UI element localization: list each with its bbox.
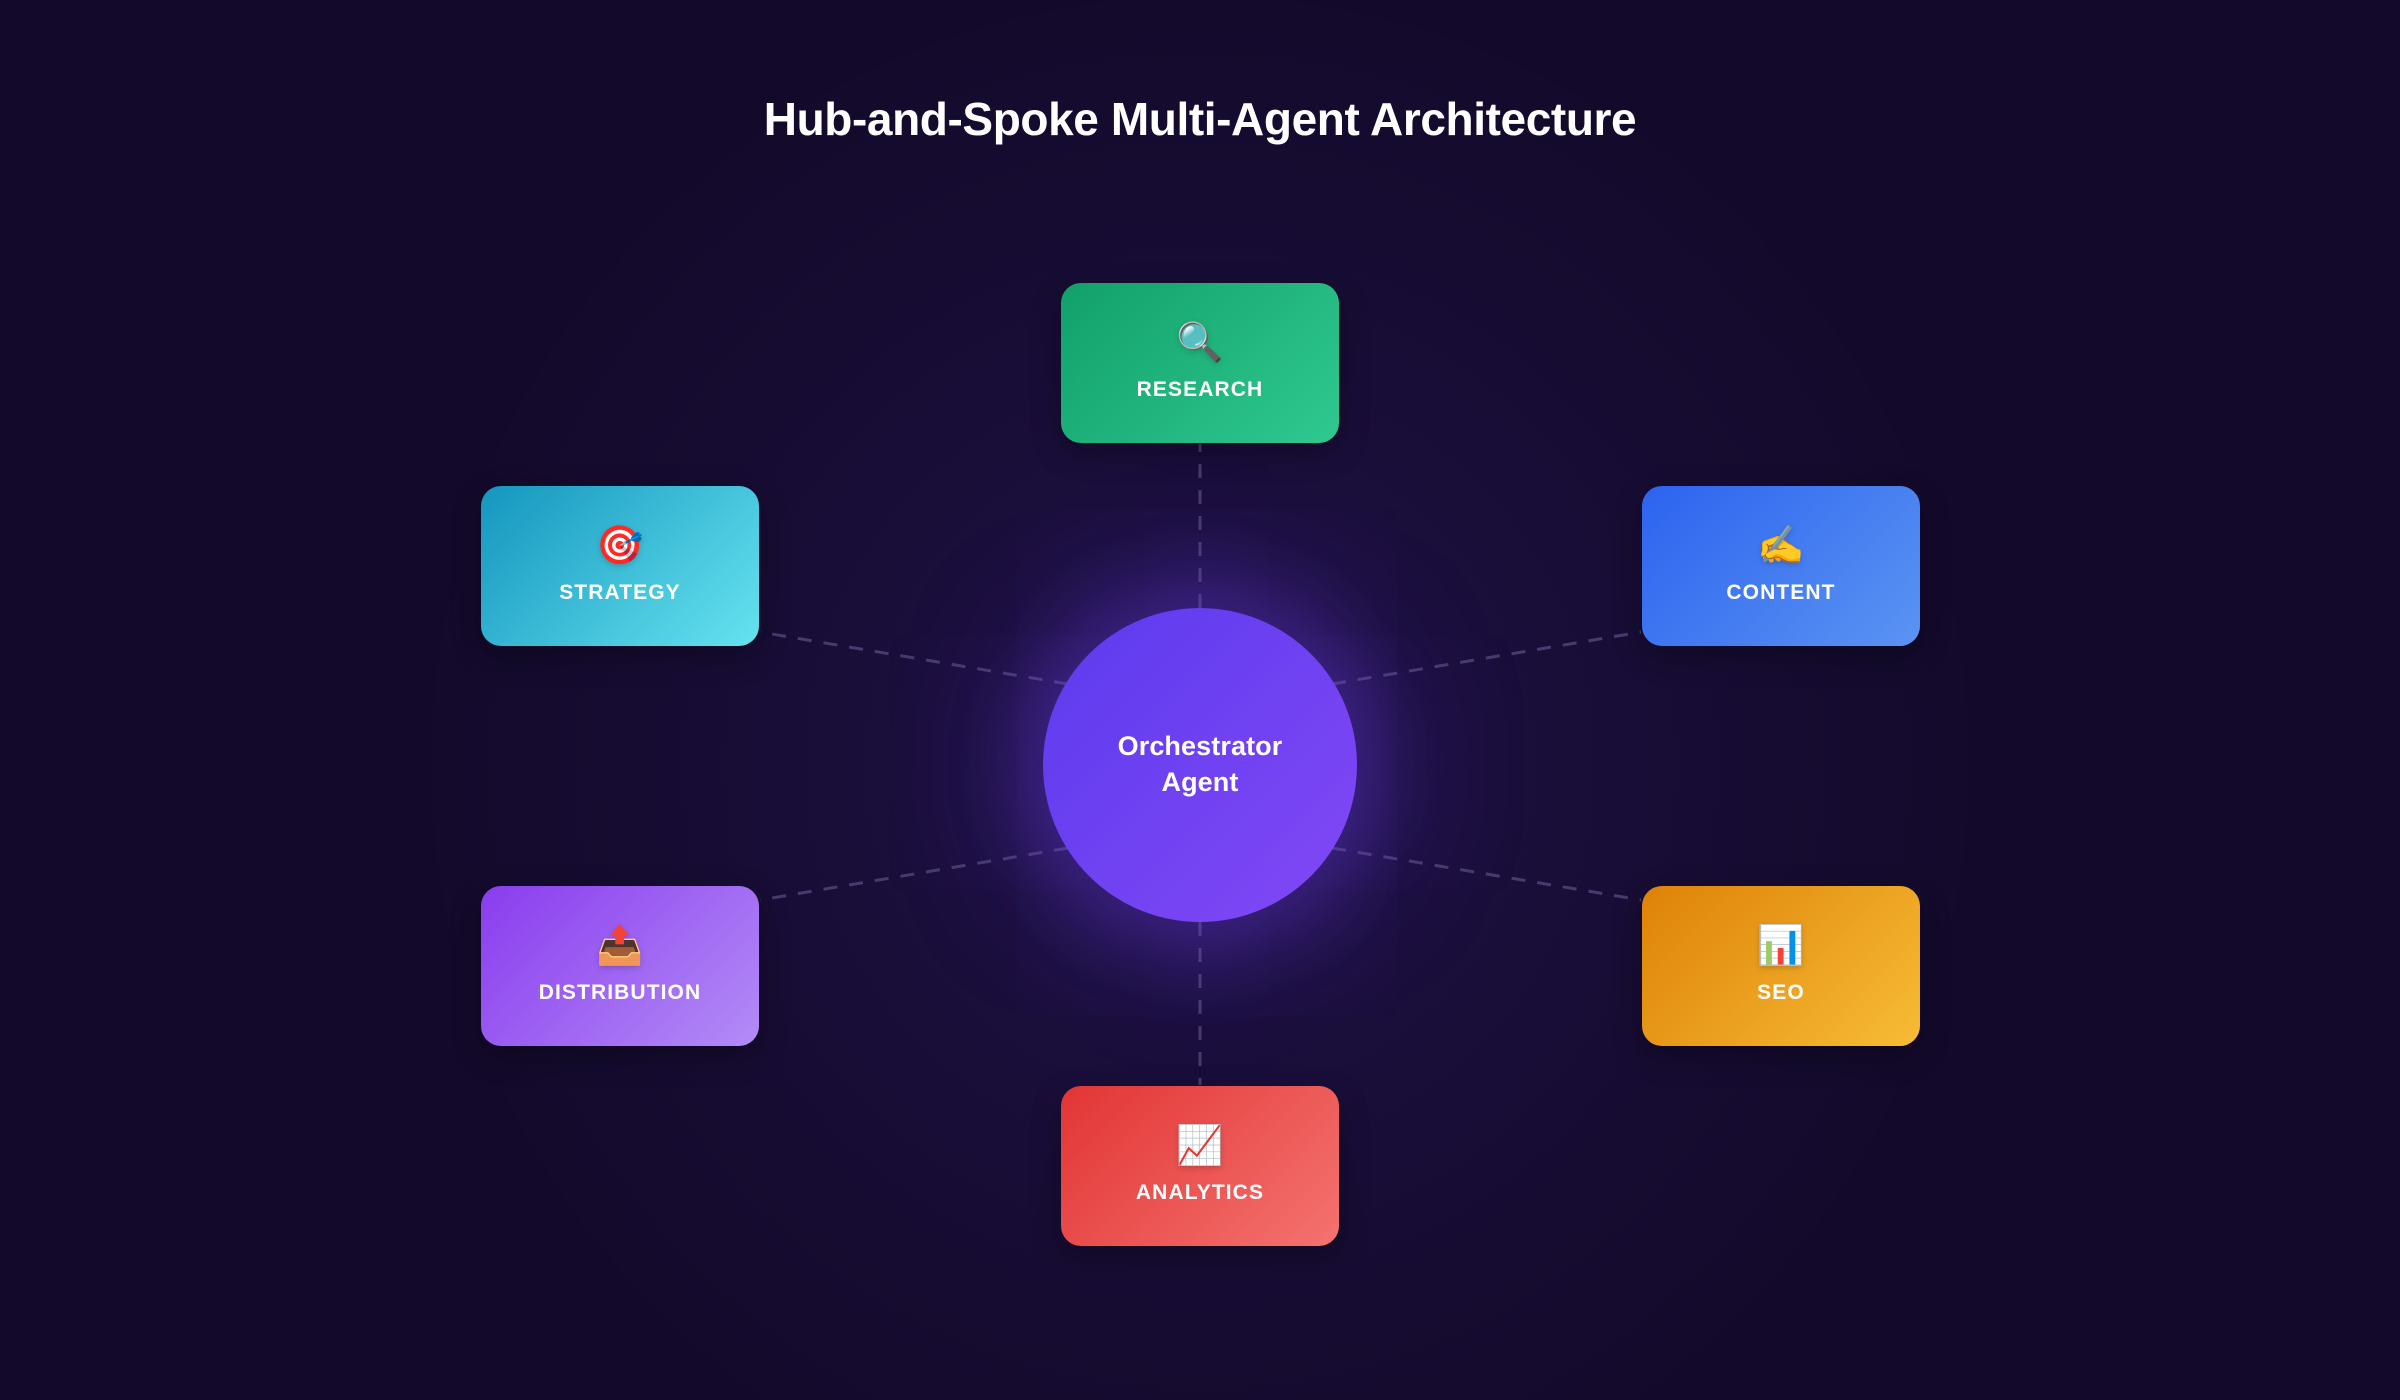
agent-card-content[interactable]: ✍️ CONTENT: [1642, 486, 1920, 646]
agent-card-label-analytics: ANALYTICS: [1135, 1181, 1265, 1204]
orchestrator-hub-node[interactable]: Orchestrator Agent: [1043, 608, 1357, 922]
agent-card-label-distribution: DISTRIBUTION: [538, 981, 702, 1004]
orchestrator-hub-label: Orchestrator Agent: [1117, 731, 1283, 797]
connector-hub-to-strategy: [759, 630, 1069, 686]
bar-chart-icon: 📊: [1757, 925, 1805, 967]
connector-hub-to-distribution: [759, 846, 1069, 902]
agent-card-research[interactable]: 🔍 RESEARCH: [1061, 283, 1339, 443]
agent-card-label-strategy: STRATEGY: [559, 581, 681, 604]
chart-increasing-icon: 📈: [1176, 1125, 1224, 1167]
outbox-tray-icon: 📤: [596, 925, 644, 967]
page-title: Hub-and-Spoke Multi-Agent Architecture: [763, 93, 1637, 145]
magnifying-glass-icon: 🔍: [1176, 322, 1224, 364]
agent-card-strategy[interactable]: 🎯 STRATEGY: [481, 486, 759, 646]
connector-hub-to-seo: [1331, 846, 1642, 902]
agent-card-label-seo: SEO: [1757, 981, 1805, 1004]
agent-card-analytics[interactable]: 📈 ANALYTICS: [1061, 1086, 1339, 1246]
agent-card-distribution[interactable]: 📤 DISTRIBUTION: [481, 886, 759, 1046]
writing-hand-icon: ✍️: [1757, 525, 1805, 567]
agent-card-label-content: CONTENT: [1726, 581, 1836, 604]
target-dart-icon: 🎯: [596, 525, 644, 567]
connector-hub-to-content: [1331, 630, 1642, 686]
agent-card-label-research: RESEARCH: [1136, 378, 1264, 401]
agent-card-seo[interactable]: 📊 SEO: [1642, 886, 1920, 1046]
